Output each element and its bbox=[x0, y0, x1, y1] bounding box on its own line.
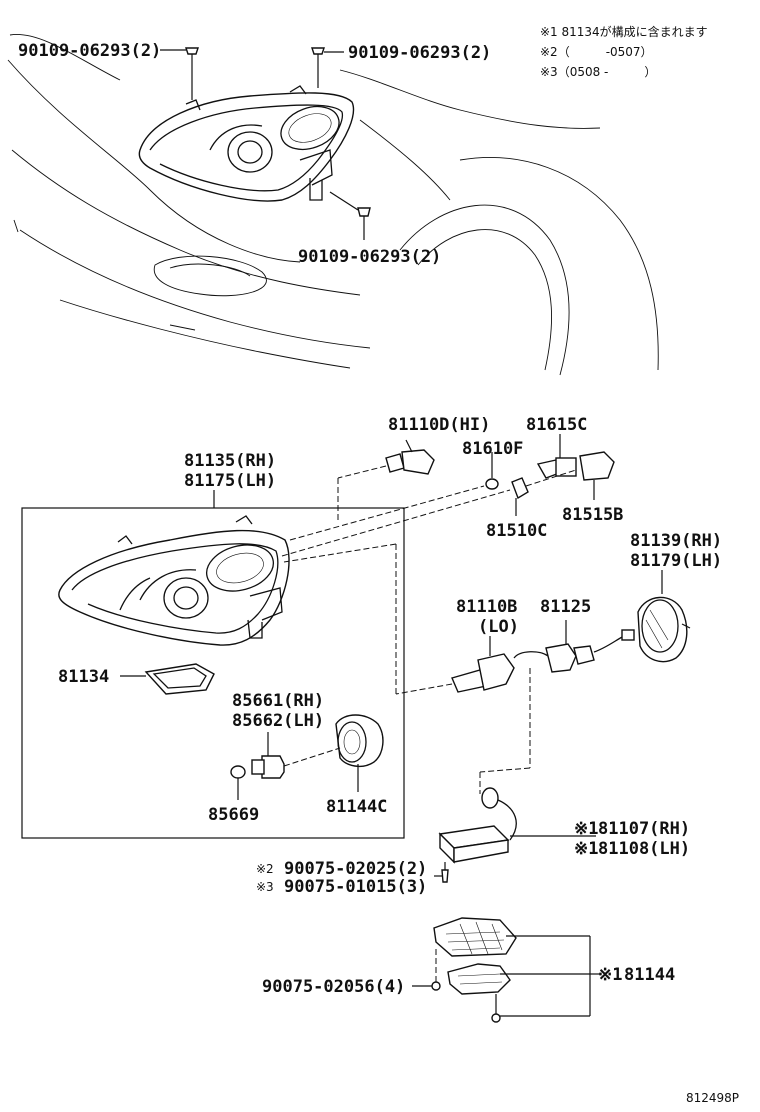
label-cover-lh: 81179(LH) bbox=[630, 551, 722, 571]
label-81144: 81144 bbox=[624, 965, 675, 985]
headlamp-assembly bbox=[58, 515, 290, 646]
connector-part bbox=[579, 451, 615, 500]
label-headlamp-rh: 81135(RH) bbox=[184, 451, 276, 471]
label-bolt-top-left: 90109-06293(2) bbox=[18, 41, 161, 61]
label-screw-mark-3: ※3 bbox=[256, 880, 274, 894]
bolt-icon bbox=[329, 191, 371, 240]
gasket-part bbox=[144, 663, 215, 695]
label-ballast-mark-lh: ※1 bbox=[574, 839, 598, 859]
vehicle-front-illustration bbox=[7, 34, 659, 376]
screw-icon bbox=[434, 862, 449, 883]
label-screw-3: 90075-01015(3) bbox=[284, 877, 427, 897]
bulb-socket-part bbox=[251, 732, 285, 779]
label-socket-lh: 85662(LH) bbox=[232, 711, 324, 731]
label-81144c: 81144C bbox=[326, 797, 387, 817]
label-cover-rh: 81139(RH) bbox=[630, 531, 722, 551]
label-lo-bulb-sub: (LO) bbox=[478, 617, 519, 637]
position-bulb-part bbox=[485, 452, 499, 490]
label-ballast-mark-rh: ※1 bbox=[574, 819, 598, 839]
label-bolt-top-right: 90109-06293(2) bbox=[348, 43, 491, 63]
label-bolt-bottom: 90109-06293(2) bbox=[298, 247, 441, 267]
label-hi-bulb: 81110D(HI) bbox=[388, 415, 490, 435]
hi-beam-bulb-part bbox=[337, 439, 435, 520]
small-bulb-part bbox=[230, 765, 246, 800]
note-3: ※3（0508 - ） bbox=[540, 65, 656, 79]
screw-icon bbox=[412, 946, 441, 991]
rear-cover-part bbox=[637, 570, 691, 663]
wedge-bulb-part bbox=[511, 477, 529, 516]
note-1: ※1 81134が構成に含まれます bbox=[540, 24, 708, 39]
dust-cap-part bbox=[283, 714, 384, 792]
bolt-icon bbox=[311, 47, 325, 88]
label-ballast-rh: 81107(RH) bbox=[598, 819, 690, 839]
label-81144-mark: ※1 bbox=[598, 965, 622, 985]
note-2: ※2（ -0507） bbox=[540, 45, 653, 59]
label-screw-2: 90075-02025(2) bbox=[284, 859, 427, 879]
assembly-frame bbox=[21, 507, 405, 839]
label-headlamp-lh: 81175(LH) bbox=[184, 471, 276, 491]
label-81610f: 81610F bbox=[462, 439, 523, 459]
label-81510c: 81510C bbox=[486, 521, 547, 541]
ballast-part bbox=[438, 787, 596, 864]
label-ballast-lh: 81108(LH) bbox=[598, 839, 690, 859]
lo-beam-bulb-part bbox=[283, 543, 515, 695]
label-85669: 85669 bbox=[208, 805, 259, 825]
label-81125: 81125 bbox=[540, 597, 591, 617]
label-screw-4: 90075-02056(4) bbox=[262, 977, 405, 997]
bracket-part bbox=[433, 917, 600, 1023]
label-81515b: 81515B bbox=[562, 505, 623, 525]
figure-id: 812498P bbox=[686, 1091, 739, 1105]
label-81615c: 81615C bbox=[526, 415, 587, 435]
label-screw-mark-2: ※2 bbox=[256, 862, 274, 876]
bolt-icon bbox=[185, 47, 199, 100]
label-gasket: 81134 bbox=[58, 667, 109, 687]
label-lo-bulb-number: 81110B bbox=[456, 597, 517, 617]
label-socket-rh: 85661(RH) bbox=[232, 691, 324, 711]
igniter-part bbox=[479, 620, 635, 794]
